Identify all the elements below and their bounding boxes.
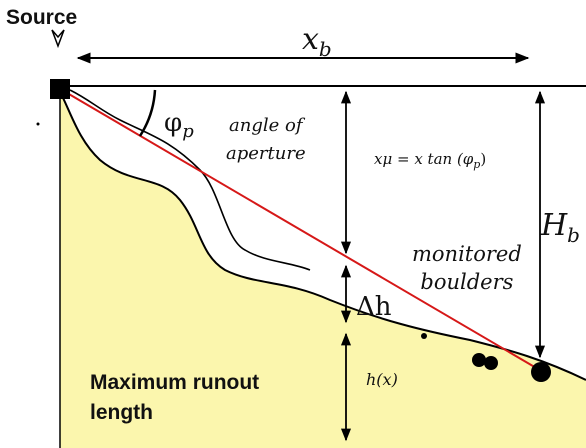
phi-main: φ <box>164 108 183 138</box>
formula-sub: p <box>473 158 481 171</box>
angle-line-2: aperture <box>226 143 306 164</box>
angle-of-aperture-label: angle of aperture <box>226 112 306 168</box>
boulder <box>472 353 486 367</box>
maximum-runout-length-label: Maximum runout length <box>90 368 259 428</box>
monitored-line-2: boulders <box>420 270 514 294</box>
formula-label: xμ = x tan (φp) <box>374 150 486 171</box>
monitored-line-1: monitored <box>412 242 522 266</box>
source-label: Source <box>6 6 78 29</box>
boulder <box>484 356 498 370</box>
line-of-sight <box>61 89 539 370</box>
runout-line-2: length <box>90 401 153 424</box>
formula-end: ) <box>480 150 487 168</box>
xb-main: x <box>302 22 319 57</box>
boulder <box>531 362 551 382</box>
boulder <box>421 333 427 339</box>
hb-main: H <box>541 208 568 243</box>
sensor-icon <box>51 29 65 49</box>
runout-line-1: Maximum runout <box>90 371 260 394</box>
delta-h-label: Δh <box>356 292 392 322</box>
xb-sub: b <box>318 37 332 61</box>
hb-label: Hb <box>541 208 580 247</box>
monitored-boulders-label: monitored boulders <box>412 240 522 296</box>
angle-arc <box>138 89 157 137</box>
hb-sub: b <box>567 223 580 247</box>
formula-main: xμ = x tan (φ <box>374 150 474 168</box>
stray-dot <box>36 122 40 126</box>
angle-line-1: angle of <box>229 115 303 136</box>
phi-label: φp <box>164 108 194 142</box>
xb-label: xb <box>302 22 332 61</box>
slope-outline <box>59 91 586 381</box>
hx-label: h(x) <box>366 370 398 389</box>
slope-terrain <box>60 92 586 448</box>
phi-sub: p <box>182 121 194 143</box>
source-marker <box>50 79 70 99</box>
